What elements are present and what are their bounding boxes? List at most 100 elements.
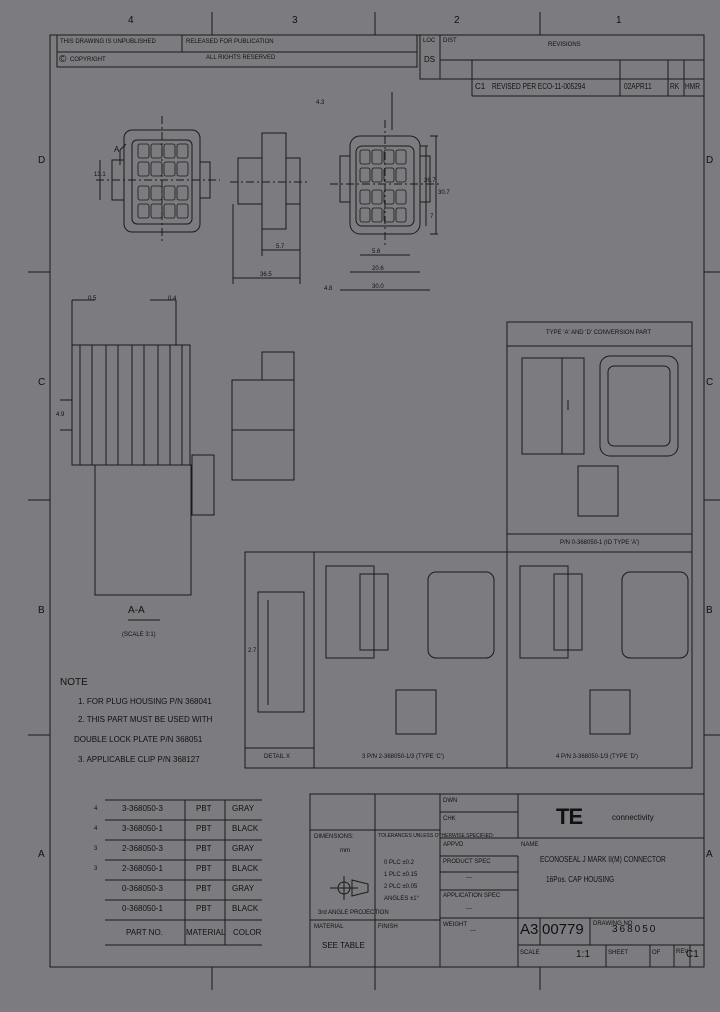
section-label: A-A [128, 605, 145, 616]
section-view [60, 299, 215, 621]
name-label: NAME [521, 842, 539, 848]
part-number: 0-368050-3 [122, 884, 163, 893]
part-number: 3-368050-1 [122, 824, 163, 833]
finish-label: FINISH [378, 924, 398, 930]
zone-left-a: A [38, 849, 45, 860]
zone-right-d: D [706, 155, 714, 166]
color: BLACK [232, 904, 259, 913]
tolerances-label: TOLERANCES UNLESS OTHERWISE SPECIFIED: [378, 833, 494, 839]
zone-left-c: C [38, 377, 46, 388]
profile-view [231, 351, 295, 481]
dim-bottom-left: 4.8 [324, 286, 333, 292]
dim-side-bottom: 36.5 [260, 272, 272, 278]
dim-side-top: 5.7 [276, 244, 285, 250]
detail-x [257, 591, 305, 713]
rights-label: ALL RIGHTS RESERVED [206, 55, 276, 61]
material: PBT [196, 904, 212, 913]
name-line-2: 16Pos. CAP HOUSING [546, 875, 615, 884]
revision-date: 02APR11 [624, 82, 652, 91]
rev-value: C1 [686, 949, 699, 960]
dim-section-top-1: 0.5 [88, 296, 97, 302]
front-a-marker: A [114, 145, 120, 154]
sheet-label: SHEET [608, 950, 629, 956]
note-2: 2. THIS PART MUST BE USED WITH [78, 715, 213, 724]
conversion-title: TYPE 'A' AND 'D' CONVERSION PART [546, 330, 652, 336]
header-part: PART NO. [126, 928, 163, 937]
projection-label: 3rd ANGLE PROJECTION [318, 910, 389, 916]
company-logo: TE [556, 804, 583, 829]
parts-table-grid [105, 799, 262, 946]
tol-3: ANGLES ±1° [384, 896, 420, 902]
application-spec-value: --- [466, 906, 472, 912]
product-spec-value: --- [466, 875, 472, 881]
row-mark: 4 [94, 826, 98, 832]
notes-heading: NOTE [60, 677, 88, 688]
note-1: 1. FOR PLUG HOUSING P/N 368041 [78, 697, 212, 706]
zone-top-4: 4 [128, 15, 134, 26]
note-2-cont: DOUBLE LOCK PLATE P/N 368051 [74, 735, 203, 744]
variant-2-label: 4 P/N 3-368050-1/3 (TYPE 'D') [556, 754, 638, 760]
color: GRAY [232, 884, 255, 893]
zone-left-d: D [38, 155, 46, 166]
side-view [230, 132, 310, 284]
dim-right-overall: 4.3 [316, 100, 325, 106]
color: BLACK [232, 824, 259, 833]
copyright-mark: © [59, 54, 67, 65]
zone-right-a: A [706, 849, 713, 860]
front-view [96, 116, 220, 244]
dimensions-unit: mm [340, 848, 350, 854]
zone-right-c: C [706, 377, 714, 388]
conversion-views [521, 355, 679, 517]
dimensions-label: DIMENSIONS: [314, 834, 354, 840]
tol-1: 1 PLC ±0.15 [384, 872, 418, 878]
row-mark: 4 [94, 806, 98, 812]
zone-top-3: 3 [292, 15, 298, 26]
dim-bottom-1: 5.6 [372, 249, 381, 255]
material: PBT [196, 864, 212, 873]
note-3: 3. APPLICABLE CLIP P/N 368127 [78, 755, 200, 764]
scale-value: 1:1 [576, 949, 590, 960]
application-spec-label: APPLICATION SPEC [443, 893, 501, 899]
material: PBT [196, 884, 212, 893]
revision-description: REVISED PER ECO-11-005294 [492, 82, 586, 91]
company-sub: connectivity [612, 813, 654, 822]
revision-ltr: C1 [475, 82, 486, 91]
rear-view [330, 92, 440, 291]
part-number: 2-368050-1 [122, 864, 163, 873]
tol-0: 0 PLC ±0.2 [384, 860, 414, 866]
title-block [309, 793, 705, 968]
header-color: COLOR [233, 928, 262, 937]
revisions-title: REVISIONS [548, 42, 581, 48]
header-material: MATERIAL [186, 928, 226, 937]
loc-label: LOC [423, 38, 436, 44]
section-scale: (SCALE 3:1) [122, 632, 156, 638]
revision-dwn: RK [670, 82, 680, 91]
variant-1-label: 3 P/N 2-368050-1/3 (TYPE 'C') [362, 754, 444, 760]
release-notice: RELEASED FOR PUBLICATION [186, 39, 274, 45]
rev-label: REV [676, 949, 689, 955]
zone-top-1: 1 [616, 15, 622, 26]
weight-value: --- [470, 928, 476, 934]
zone-right-b: B [706, 605, 713, 616]
material: PBT [196, 824, 212, 833]
dim-bottom-3: 30.0 [372, 284, 384, 290]
conversion-pn: P/N 0-368050-1 (ID TYPE 'A') [560, 540, 640, 546]
material: PBT [196, 804, 212, 813]
unpublished-notice: THIS DRAWING IS UNPUBLISHED [60, 39, 156, 45]
zone-top-2: 2 [454, 15, 460, 26]
color: BLACK [232, 864, 259, 873]
dim-section-left: 4.9 [56, 412, 65, 418]
drawing-no: 368050 [612, 924, 658, 935]
dim-right-h1: 26.7 [424, 178, 436, 184]
detail-label: DETAIL X [264, 754, 291, 760]
material-label: MATERIAL [314, 924, 344, 930]
color: GRAY [232, 844, 255, 853]
weight-label: WEIGHT [443, 922, 467, 928]
drawing-no-label: DRAWING NO [593, 921, 633, 927]
part-number: 0-368050-1 [122, 904, 163, 913]
variants-box [244, 551, 693, 769]
chk-label: CHK [443, 816, 456, 822]
of-label: OF [652, 950, 661, 956]
material: PBT [196, 844, 212, 853]
